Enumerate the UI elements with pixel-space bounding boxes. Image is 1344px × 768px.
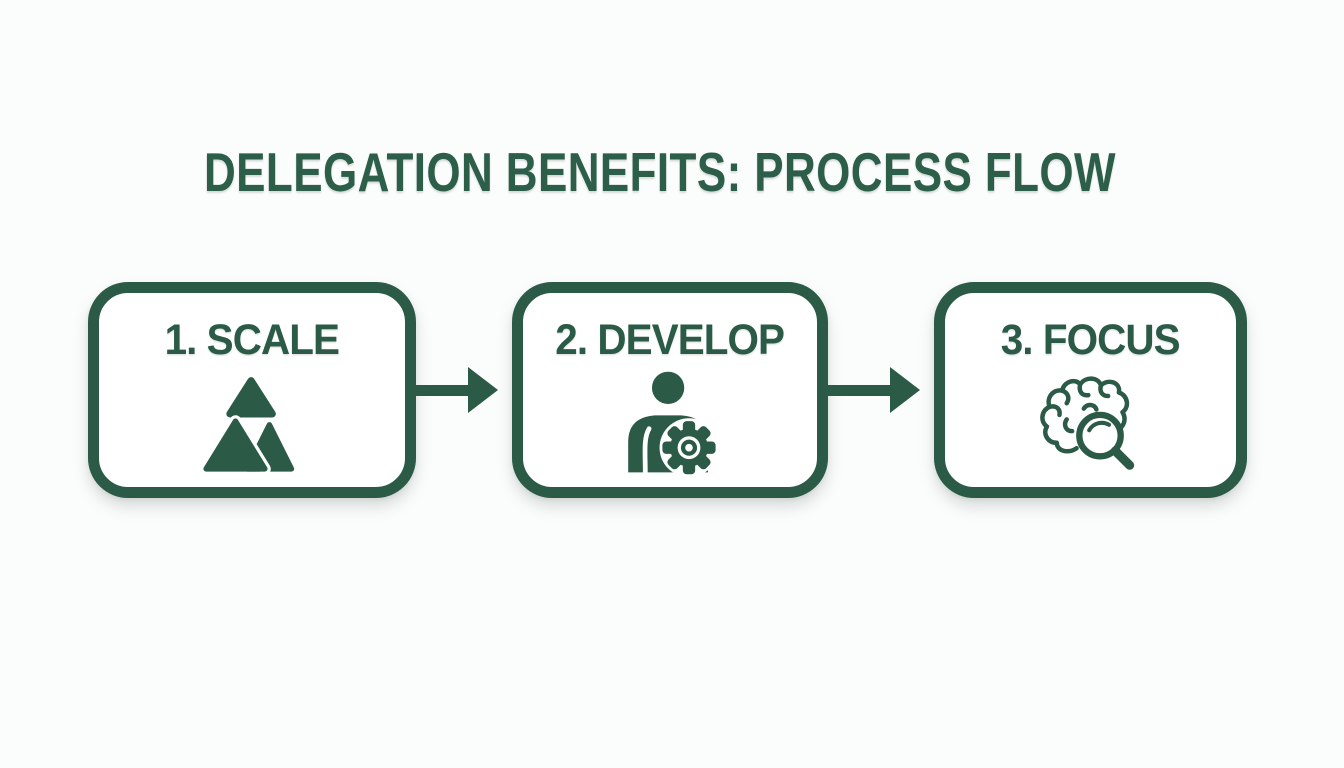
arrow-head-icon — [890, 367, 920, 413]
step-box-focus: 3. FOCUS — [934, 282, 1247, 498]
step-label-develop: 2. DEVELOP — [555, 316, 786, 364]
growth-triangles-icon — [197, 358, 307, 487]
title-container: DELEGATION BENEFITS: PROCESS FLOW — [0, 140, 1344, 204]
flow-arrow-1 — [406, 367, 498, 413]
brain-magnifier-icon — [1037, 358, 1145, 487]
flow-arrow-2 — [820, 367, 920, 413]
step-label-focus: 3. FOCUS — [1001, 316, 1181, 364]
step-box-develop: 2. DEVELOP — [512, 282, 828, 498]
step-box-scale: 1. SCALE — [88, 282, 416, 498]
step-label-scale: 1. SCALE — [164, 316, 340, 364]
arrow-line — [406, 384, 472, 396]
arrow-head-icon — [468, 367, 498, 413]
person-gear-icon — [613, 358, 727, 487]
page-title: DELEGATION BENEFITS: PROCESS FLOW — [204, 141, 1116, 203]
arrow-line — [820, 384, 894, 396]
